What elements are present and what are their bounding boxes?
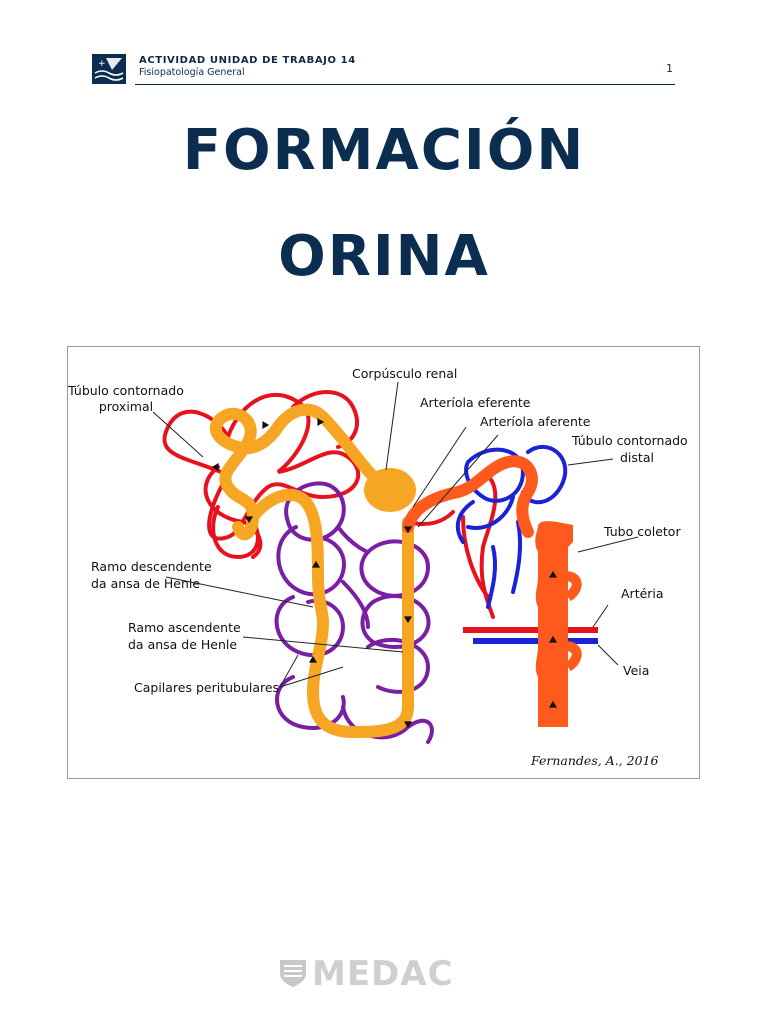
label-veia: Veia xyxy=(623,663,649,678)
medac-logo-icon: + xyxy=(92,54,126,84)
nephron-diagram: Túbulo contornado proximal Corpúsculo re… xyxy=(68,366,688,768)
header-title: ACTIVIDAD UNIDAD DE TRABAJO 14 xyxy=(139,55,356,66)
header-rule xyxy=(135,84,675,85)
flow-arrows xyxy=(211,417,558,729)
distal-venous-loops xyxy=(455,444,568,609)
page-number: 1 xyxy=(666,62,673,75)
label-tubulo-distal-2: distal xyxy=(620,450,654,465)
label-tubulo-proximal-1: Túbulo contornado xyxy=(68,383,184,398)
label-arteria: Artéria xyxy=(621,586,664,601)
label-ramo-descendente-1: Ramo descendente xyxy=(91,559,212,574)
label-arteriola-eferente: Arteríola eferente xyxy=(420,395,531,410)
medac-footer-logo: MEDAC xyxy=(280,954,454,992)
svg-text:+: + xyxy=(98,59,106,69)
label-tubo-coletor: Tubo coletor xyxy=(603,524,681,539)
label-ramo-ascendente-2: da ansa de Henle xyxy=(128,637,237,652)
header-subtitle: Fisiopatología General xyxy=(139,67,245,78)
label-capilares-peritubulares: Capilares peritubulares xyxy=(134,680,279,695)
corpusculo-renal xyxy=(364,468,416,512)
figure-credit: Fernandes, A., 2016 xyxy=(530,753,658,768)
label-arteriola-aferente: Arteríola aferente xyxy=(480,414,591,429)
label-ramo-descendente-2: da ansa de Henle xyxy=(91,576,200,591)
label-tubulo-distal-1: Túbulo contornado xyxy=(571,433,688,448)
shield-icon xyxy=(280,960,306,987)
nephron-tubule xyxy=(209,403,538,738)
label-corpusculo-renal: Corpúsculo renal xyxy=(352,366,457,381)
page-title-line1: FORMACIÓN xyxy=(182,118,586,183)
page-title-line2: ORINA xyxy=(278,224,490,289)
footer-brand: MEDAC xyxy=(312,954,454,992)
label-tubulo-proximal-2: proximal xyxy=(99,399,153,414)
label-ramo-ascendente-1: Ramo ascendente xyxy=(128,620,241,635)
label-leader-lines xyxy=(152,381,639,688)
nephron-figure: Túbulo contornado proximal Corpúsculo re… xyxy=(67,346,700,779)
tubo-coletor xyxy=(535,521,573,727)
